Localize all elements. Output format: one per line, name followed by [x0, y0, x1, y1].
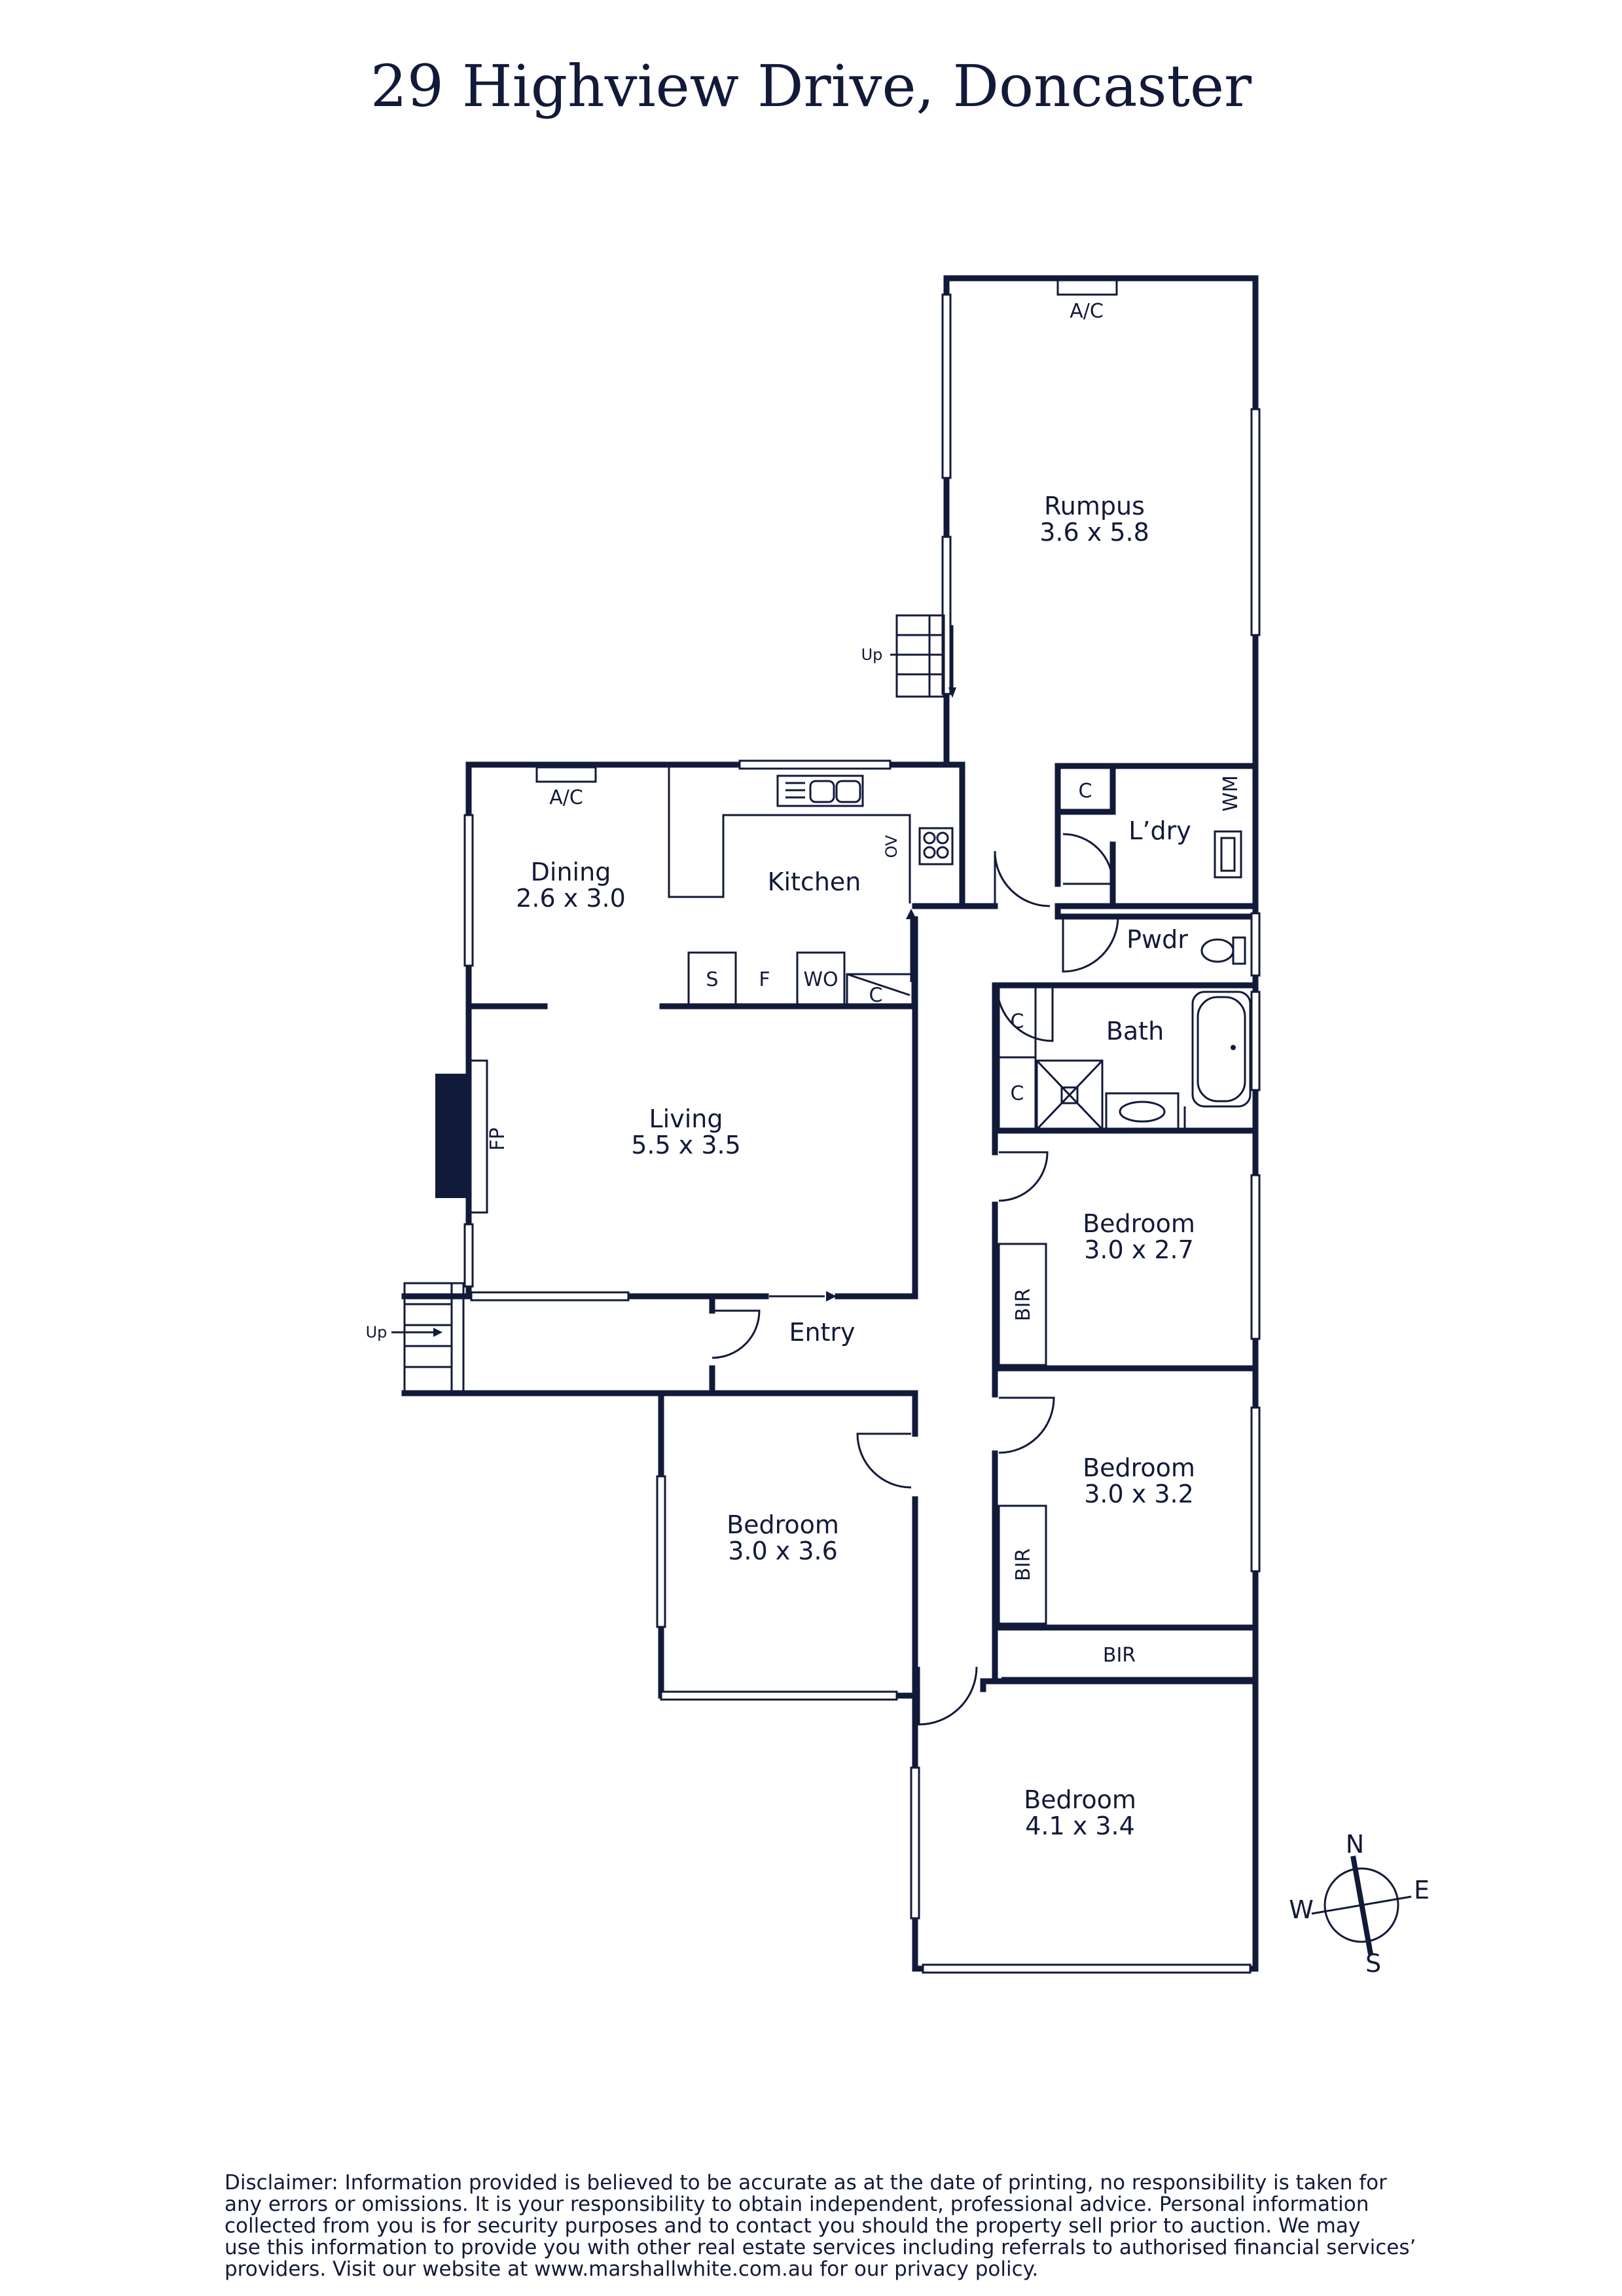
doors [712, 833, 1119, 1726]
disclaimer-line: collected from you is for security purpo… [225, 2214, 1361, 2238]
compass-south: S [1365, 1949, 1381, 1978]
room-bedroom1-dims: 3.0 x 2.7 [1084, 1235, 1194, 1264]
cupboard-label-laundry: C [1079, 780, 1092, 803]
room-kitchen-name: Kitchen [768, 867, 861, 896]
stove-label: S [706, 968, 718, 991]
bathtub [1191, 991, 1252, 1108]
basin [1105, 1092, 1180, 1131]
disclaimer-line: Disclaimer: Information provided is beli… [225, 2171, 1387, 2195]
compass-east: E [1414, 1876, 1430, 1904]
room-bath-name: Bath [1106, 1017, 1164, 1046]
fixtures: A/C A/C Up Up [366, 279, 1253, 1679]
bir-label-2: BIR [1012, 1548, 1035, 1581]
fridge-label: F [759, 968, 770, 991]
room-living-dims: 5.5 x 3.5 [631, 1131, 741, 1159]
room-living-name: Living [649, 1104, 723, 1133]
room-entry-name: Entry [789, 1318, 855, 1347]
up-label-rumpus: Up [861, 646, 883, 664]
washing-machine-label: WM [1219, 775, 1242, 812]
page-title: 29 Highview Drive, Doncaster [370, 52, 1252, 120]
room-rumpus-dims: 3.6 x 5.8 [1039, 518, 1149, 547]
room-bedroom4-name: Bedroom [1024, 1785, 1136, 1814]
compass-north: N [1346, 1830, 1364, 1859]
room-bedroom3-dims: 3.0 x 3.6 [728, 1537, 838, 1565]
room-labels: Rumpus 3.6 x 5.8 Dining 2.6 x 3.0 Kitche… [516, 492, 1195, 1840]
ac-unit-rumpus [1056, 279, 1118, 296]
oven-label: OV [882, 835, 901, 858]
wall-oven-label: WO [803, 968, 838, 991]
disclaimer: Disclaimer: Information provided is beli… [225, 2172, 1468, 2280]
room-dining-dims: 2.6 x 3.0 [516, 884, 626, 913]
cupboard-label-kitchen: C [869, 984, 883, 1007]
room-bedroom2-name: Bedroom [1083, 1453, 1195, 1482]
stairs-rumpus: Up [861, 614, 956, 698]
cupboard-label-bath-1: C [1011, 1010, 1024, 1033]
ac-label-rumpus: A/C [1070, 300, 1104, 323]
room-bedroom3-name: Bedroom [727, 1510, 839, 1539]
fireplace-label: FP [486, 1127, 509, 1150]
fireplace [467, 1059, 488, 1214]
compass-rose-icon [1324, 1867, 1399, 1943]
room-bedroom1-name: Bedroom [1083, 1209, 1195, 1238]
kitchen-sink [776, 774, 864, 807]
cupboard-label-bath-2: C [1011, 1082, 1024, 1105]
disclaimer-line: providers. Visit our website at www.mars… [225, 2257, 1039, 2281]
bir-label-1: BIR [1012, 1288, 1035, 1321]
disclaimer-line: use this information to provide you with… [225, 2236, 1416, 2259]
compass: N E S W [1289, 1830, 1430, 1978]
cooktop [918, 827, 954, 866]
windows [463, 293, 1261, 1974]
stairs-entry: Up [366, 1282, 465, 1396]
room-dining-name: Dining [531, 858, 611, 886]
room-rumpus-name: Rumpus [1044, 492, 1145, 520]
fireplace-hearth [435, 1074, 468, 1198]
disclaimer-line: any errors or omissions. It is your resp… [225, 2193, 1369, 2216]
ac-label-dining: A/C [549, 786, 583, 809]
ac-unit-dining [535, 766, 597, 783]
room-bedroom4-dims: 4.1 x 3.4 [1025, 1812, 1135, 1840]
room-powder-name: Pwdr [1126, 925, 1188, 954]
bir-label-3: BIR [1103, 1644, 1136, 1667]
compass-west: W [1289, 1895, 1314, 1924]
shower [1036, 1059, 1104, 1131]
up-label-entry: Up [366, 1323, 387, 1341]
room-bedroom2-dims: 3.0 x 3.2 [1084, 1480, 1194, 1508]
room-laundry-name: L’dry [1128, 816, 1191, 845]
